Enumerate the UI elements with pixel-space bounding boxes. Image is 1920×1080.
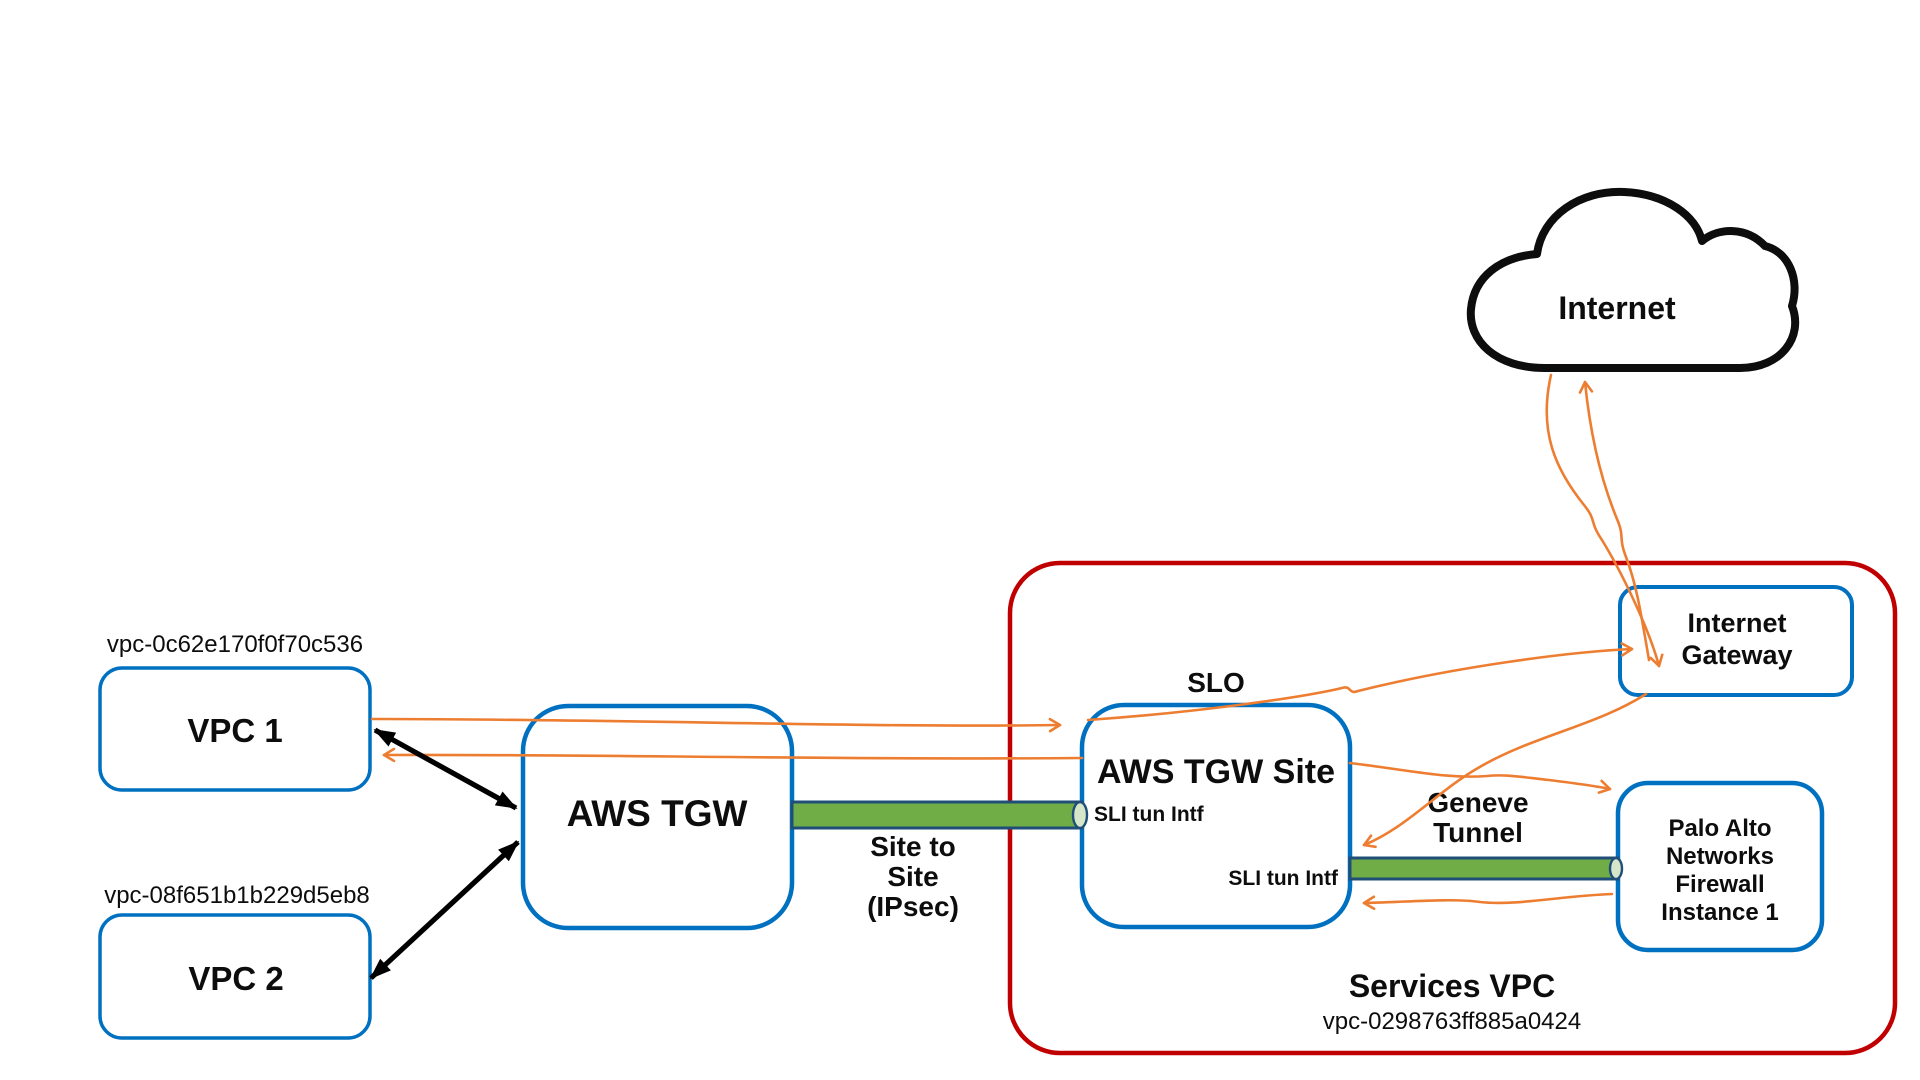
- vpc1-box: [98, 666, 372, 792]
- services-vpc-label: Services VPC: [1349, 968, 1555, 1004]
- internet-cloud-node: Internet: [1466, 187, 1800, 372]
- geneve-tunnel-label-line2: Tunnel: [1433, 817, 1523, 848]
- services-vpc-id: vpc-0298763ff885a0424: [1323, 1008, 1581, 1035]
- geneve-tunnel-pipe: [1348, 856, 1620, 881]
- site-to-site-tunnel: Site to Site (IPsec): [790, 800, 1089, 922]
- internet-gateway-label-line2: Gateway: [1681, 640, 1792, 670]
- flow-slo-tgw-site-to-igw: [1086, 642, 1634, 722]
- slo-label: SLO: [1187, 667, 1245, 698]
- internet-cloud-icon: [1466, 187, 1800, 372]
- palo-alto-label-line3: Firewall: [1675, 871, 1764, 898]
- flow-igw-to-tgw-site: [1362, 692, 1648, 849]
- vpc2-node: vpc-08f651b1b229d5eb8 VPC 2: [98, 882, 372, 1040]
- arrow-vpc1-tgw: [373, 727, 518, 811]
- aws-tgw-node: AWS TGW: [520, 703, 795, 931]
- sli-tun-intf-bottom-label: SLI tun Intf: [1228, 867, 1339, 890]
- vpc1-label: VPC 1: [187, 712, 282, 749]
- traffic-flows: [370, 373, 1664, 911]
- flow-vpc1-to-tgw-site: [370, 717, 1062, 733]
- internet-gateway-box: [1618, 585, 1854, 697]
- aws-tgw-site-label: AWS TGW Site: [1097, 753, 1335, 791]
- palo-alto-label-line2: Networks: [1666, 843, 1774, 870]
- aws-tgw-label: AWS TGW: [567, 793, 748, 834]
- vpc2-label: VPC 2: [188, 960, 283, 997]
- site-to-site-tunnel-cap: [1071, 800, 1089, 830]
- palo-alto-label-line1: Palo Alto: [1668, 815, 1771, 842]
- palo-alto-firewall-node: Palo Alto Networks Firewall Instance 1: [1615, 780, 1825, 953]
- palo-alto-label-line4: Instance 1: [1661, 899, 1778, 926]
- site-to-site-label-line2: Site: [887, 861, 938, 892]
- site-to-site-tunnel-pipe: [790, 800, 1084, 830]
- arrow-vpc2-tgw: [369, 840, 520, 980]
- aws-tgw-site-node: SLO AWS TGW Site SLI tun Intf SLI tun In…: [1079, 667, 1353, 930]
- flow-tgw-site-to-firewall: [1348, 761, 1612, 794]
- site-to-site-label-line3: (IPsec): [867, 891, 959, 922]
- flow-igw-to-internet: [1578, 380, 1651, 662]
- internet-cloud-label: Internet: [1558, 290, 1676, 326]
- sli-tun-intf-top-label: SLI tun Intf: [1094, 803, 1205, 826]
- attachment-arrows: [369, 727, 520, 980]
- flow-internet-to-igw: [1545, 373, 1664, 668]
- vpc1-node: vpc-0c62e170f0f70c536 VPC 1: [98, 631, 372, 792]
- internet-gateway-node: Internet Gateway: [1618, 585, 1854, 697]
- internet-gateway-label-line1: Internet: [1687, 608, 1786, 638]
- vpc2-id-label: vpc-08f651b1b229d5eb8: [104, 882, 370, 909]
- flow-firewall-to-tgw-site: [1362, 892, 1614, 911]
- geneve-tunnel-cap: [1608, 856, 1624, 881]
- vpc1-id-label: vpc-0c62e170f0f70c536: [107, 631, 363, 658]
- site-to-site-label-line1: Site to: [870, 831, 956, 862]
